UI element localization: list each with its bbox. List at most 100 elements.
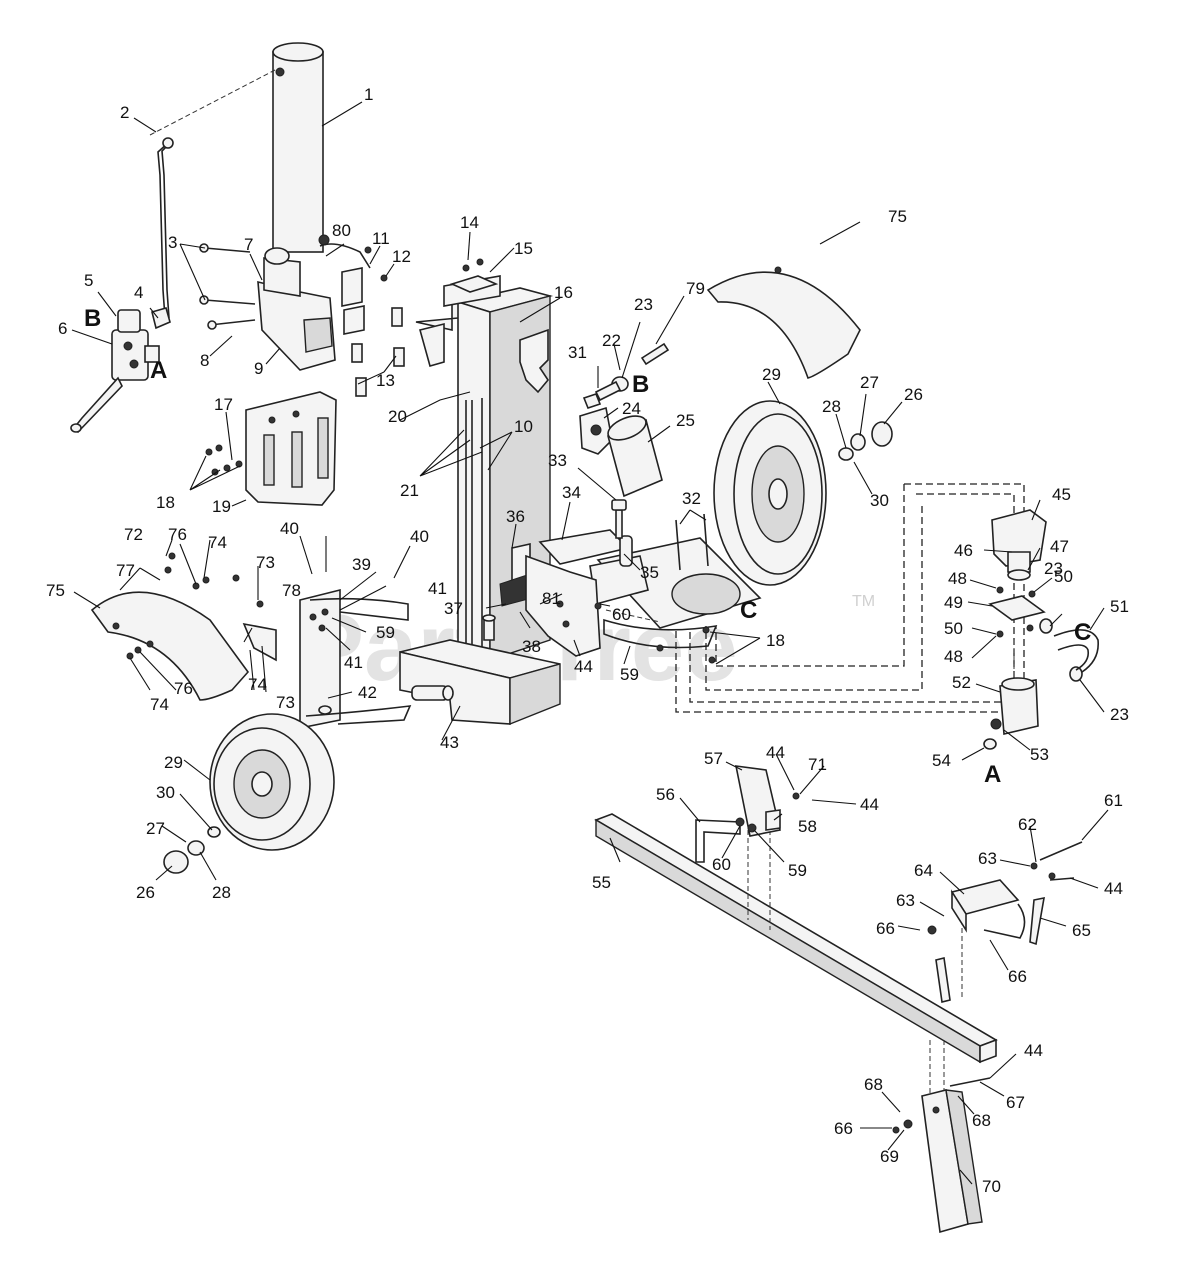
label-48-low: 48 [944, 647, 963, 666]
label-68-right: 68 [972, 1111, 991, 1130]
label-38: 38 [522, 637, 541, 656]
label-59-plate: 59 [620, 665, 639, 684]
label-57: 57 [704, 749, 723, 768]
label-41-left: 41 [344, 653, 363, 672]
fender-left [90, 591, 250, 701]
label-16: 16 [554, 283, 573, 302]
label-5: 5 [84, 271, 93, 290]
label-8: 8 [200, 351, 209, 370]
label-73-low: 73 [276, 693, 295, 712]
label-6: 6 [58, 319, 67, 338]
label-3: 3 [168, 233, 177, 252]
spider-79 [640, 342, 670, 366]
label-63-top: 63 [978, 849, 997, 868]
hose-route-inner [689, 493, 1015, 703]
label-23-top: 23 [634, 295, 653, 314]
hardware-18-left [205, 444, 243, 476]
label-58: 58 [798, 817, 817, 836]
label-4: 4 [134, 283, 143, 302]
wheel-frame [299, 588, 412, 729]
label-40-left: 40 [280, 519, 299, 538]
label-41-right: 41 [428, 579, 447, 598]
label-24: 24 [622, 399, 641, 418]
connector-letters: A B B C C A [84, 305, 1091, 788]
connector-a-tank: A [984, 761, 1001, 788]
label-45: 45 [1052, 485, 1071, 504]
label-48-top: 48 [948, 569, 967, 588]
label-44-side: 44 [860, 795, 879, 814]
side-plate [525, 554, 602, 657]
wheel-right [713, 400, 827, 586]
label-9: 9 [254, 359, 263, 378]
part-labels: 1 2 3 4 5 6 7 8 9 10 11 12 13 14 15 16 1… [46, 85, 1129, 1196]
control-valve [70, 309, 160, 434]
label-68-left: 68 [864, 1075, 883, 1094]
label-30-right: 30 [870, 491, 889, 510]
label-66-low: 66 [1008, 967, 1027, 986]
label-35: 35 [640, 563, 659, 582]
label-18-right: 18 [766, 631, 785, 650]
label-69: 69 [880, 1147, 899, 1166]
pump-24 [579, 393, 613, 455]
connector-b-pump: B [632, 371, 649, 398]
label-61: 61 [1104, 791, 1123, 810]
label-59-tongue: 59 [788, 861, 807, 880]
label-70: 70 [982, 1177, 1001, 1196]
label-34: 34 [562, 483, 581, 502]
axle-plate [538, 499, 762, 649]
label-74-right: 74 [248, 675, 267, 694]
jack-64 [927, 841, 1083, 1003]
label-64: 64 [914, 861, 933, 880]
filter-25 [607, 415, 663, 498]
label-66-leg: 66 [834, 1119, 853, 1138]
label-31: 31 [568, 343, 587, 362]
hardware-18-right [656, 626, 716, 664]
label-67: 67 [1006, 1093, 1025, 1112]
label-80: 80 [332, 221, 351, 240]
label-79: 79 [686, 279, 705, 298]
hub-parts-right [838, 421, 893, 461]
leader-lines [71, 101, 1109, 1185]
label-44-top: 44 [766, 743, 785, 762]
label-53: 53 [1030, 745, 1049, 764]
label-33: 33 [548, 451, 567, 470]
label-76-top: 76 [168, 525, 187, 544]
label-7: 7 [244, 235, 253, 254]
label-74-left: 74 [150, 695, 169, 714]
plate-19 [245, 391, 337, 506]
label-63-mid: 63 [896, 891, 915, 910]
hydraulic-hose [157, 142, 169, 319]
label-47: 47 [1050, 537, 1069, 556]
guide-line [149, 69, 276, 136]
label-29-left: 29 [164, 753, 183, 772]
label-27-left: 27 [146, 819, 165, 838]
label-10: 10 [514, 417, 533, 436]
label-29-right: 29 [762, 365, 781, 384]
bracket-15 [449, 258, 499, 293]
cylinder-bracket [257, 247, 336, 371]
label-42: 42 [358, 683, 377, 702]
label-22: 22 [602, 331, 621, 350]
bolts-3 [199, 243, 256, 330]
label-60-tongue: 60 [712, 855, 731, 874]
label-23-mid: 23 [1044, 559, 1063, 578]
label-78: 78 [282, 581, 301, 600]
connector-b-valve: B [84, 305, 101, 332]
label-73-top: 73 [256, 553, 275, 572]
label-2: 2 [120, 103, 129, 122]
bracket-78 [164, 552, 277, 662]
spacers-13 [341, 246, 405, 397]
label-27-right: 27 [860, 373, 879, 392]
label-17: 17 [214, 395, 233, 414]
label-59-frame: 59 [376, 623, 395, 642]
label-30-left: 30 [156, 783, 175, 802]
label-51: 51 [1110, 597, 1129, 616]
fender-right [706, 266, 861, 379]
tank-assembly [983, 509, 1099, 750]
label-77: 77 [116, 561, 135, 580]
label-36: 36 [506, 507, 525, 526]
label-18-left: 18 [156, 493, 175, 512]
label-28-left: 28 [212, 883, 231, 902]
